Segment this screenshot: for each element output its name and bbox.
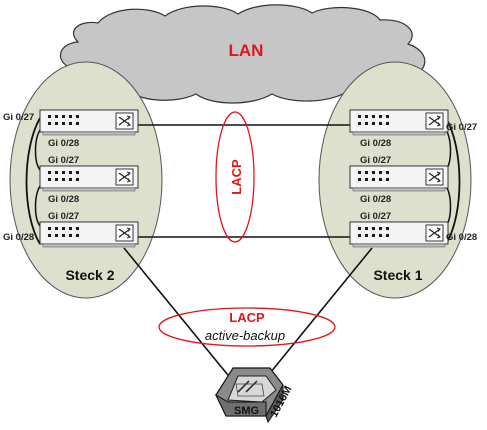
stack-2-switch-3 <box>39 221 139 248</box>
port-label: Gi 0/28 <box>48 138 79 149</box>
lacp-bond-mode: active-backup <box>205 328 285 343</box>
stack-1-switch-2 <box>349 165 449 192</box>
lan-label: LAN <box>229 41 264 60</box>
stack-1-ring-outer <box>445 117 461 245</box>
port-label: Gi 0/27 <box>48 155 79 166</box>
stack-2-ring-outer <box>25 117 41 245</box>
port-label: Gi 0/27 <box>48 211 79 222</box>
lacp-bond-ellipse <box>158 307 336 347</box>
stack-1-switch-1 <box>349 109 449 136</box>
stack-2-ring-link-b <box>34 185 41 227</box>
lacp-links-ellipse <box>215 111 255 243</box>
port-label: Gi 0/27 <box>360 155 391 166</box>
stack-1-label: Steck 1 <box>373 267 422 283</box>
smg-device: SMG 1016M <box>214 367 294 424</box>
lacp-links-label: LACP <box>229 159 244 195</box>
stack-2-switch-1 <box>39 109 139 136</box>
uplink-stack-2 <box>123 247 233 381</box>
port-label: Gi 0/27 <box>360 211 391 222</box>
stack-2-switch-2 <box>39 165 139 192</box>
stack-2-ring-link-a <box>34 129 41 171</box>
stack-1-switch-3 <box>349 221 449 248</box>
smg-name: SMG <box>234 405 259 417</box>
stack-2-label: Steck 2 <box>65 267 114 283</box>
uplink-stack-1 <box>265 247 373 379</box>
port-label: Gi 0/27 <box>3 112 34 123</box>
lacp-bond-label: LACP <box>229 310 265 325</box>
port-label: Gi 0/28 <box>3 232 34 243</box>
port-label: Gi 0/28 <box>360 138 391 149</box>
port-label: Gi 0/27 <box>446 122 477 133</box>
port-label: Gi 0/28 <box>48 194 79 205</box>
port-label: Gi 0/28 <box>446 232 477 243</box>
port-label: Gi 0/28 <box>360 194 391 205</box>
